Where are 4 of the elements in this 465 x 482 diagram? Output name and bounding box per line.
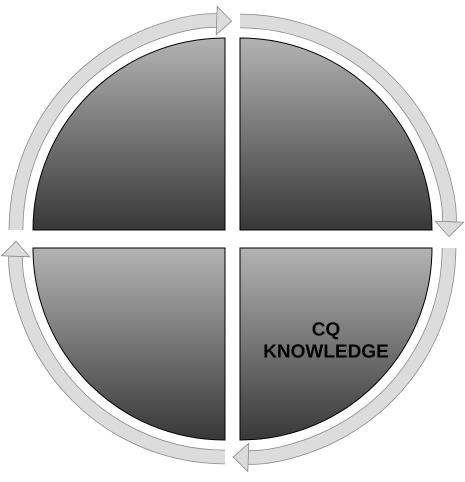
labeled-quadrant: CQ KNOWLEDGE: [240, 248, 432, 440]
quadrant-sector: [32, 248, 226, 440]
quadrant-sector: [240, 38, 432, 230]
quadrant-sector: [32, 38, 226, 230]
